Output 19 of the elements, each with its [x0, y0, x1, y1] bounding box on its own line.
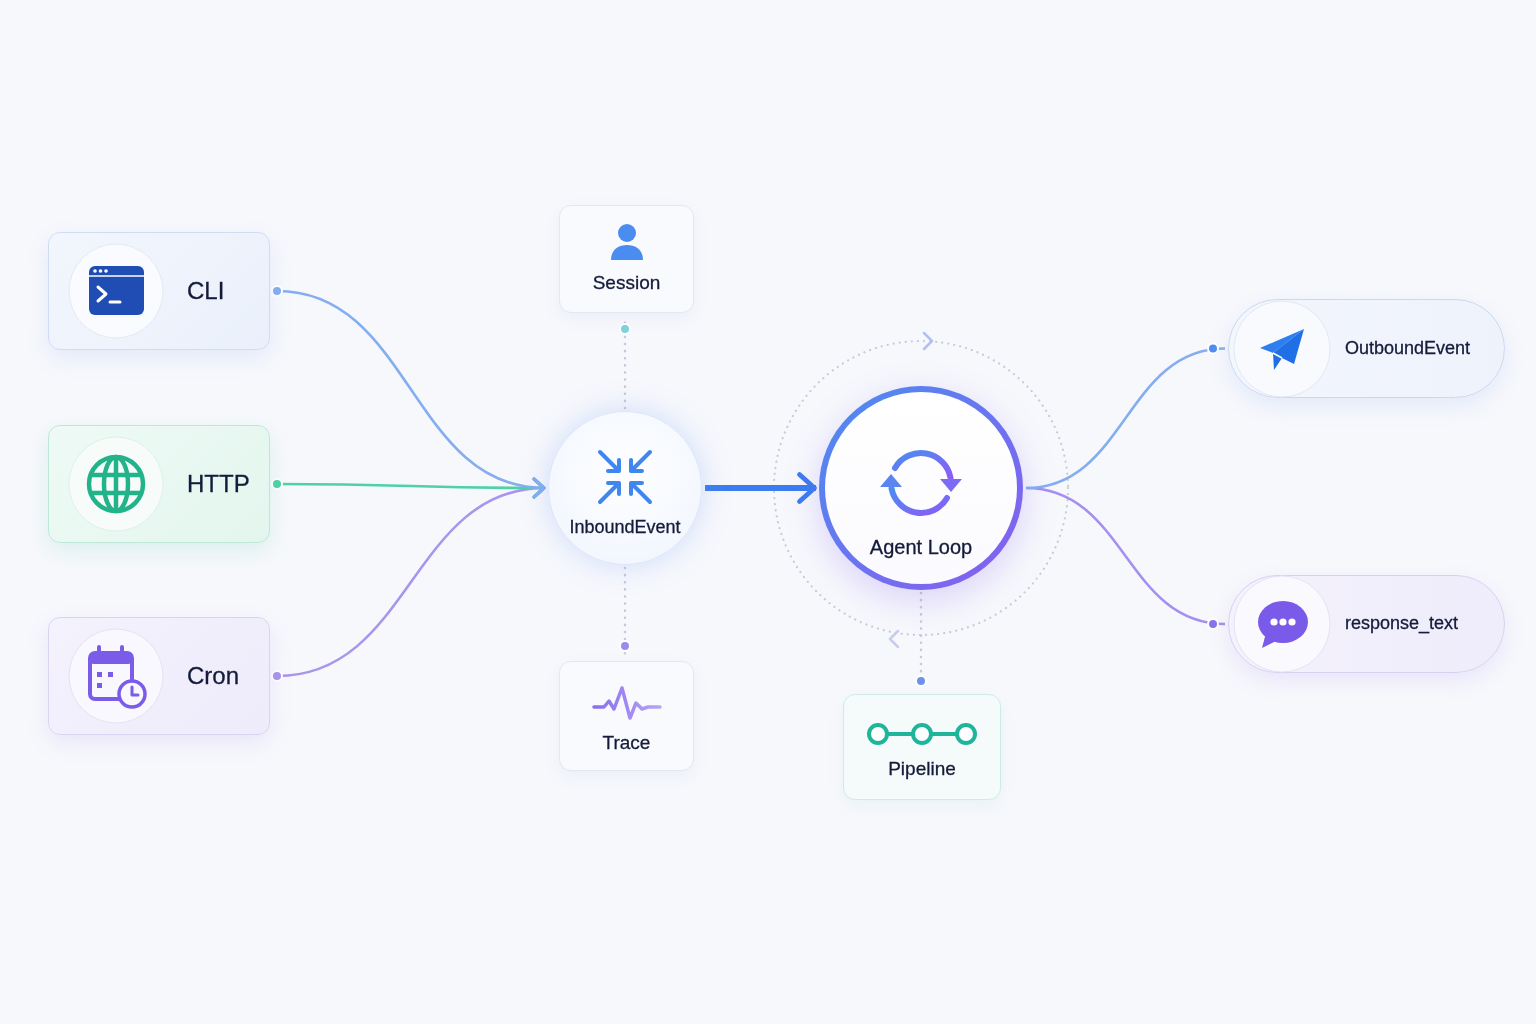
source-label: Cron — [187, 661, 240, 691]
component-card — [559, 661, 694, 771]
source-card — [48, 232, 270, 350]
connector-line — [1025, 343, 1226, 490]
event-label: InboundEvent — [569, 517, 681, 539]
source-label: HTTP — [187, 469, 250, 499]
connector-arrow — [705, 472, 817, 504]
source-label: CLI — [187, 276, 225, 306]
component-label: Session — [592, 272, 661, 295]
source-card — [48, 425, 270, 543]
component-label: Pipeline — [888, 758, 956, 781]
output-label: response_text — [1345, 613, 1459, 635]
output-label: OutboundEvent — [1345, 337, 1471, 360]
component-card — [843, 694, 1001, 800]
component-label: Trace — [602, 732, 651, 755]
connector-arrow — [271, 285, 546, 498]
source-card — [48, 617, 270, 735]
component-card — [559, 205, 694, 313]
loop-label: Agent Loop — [869, 535, 973, 559]
